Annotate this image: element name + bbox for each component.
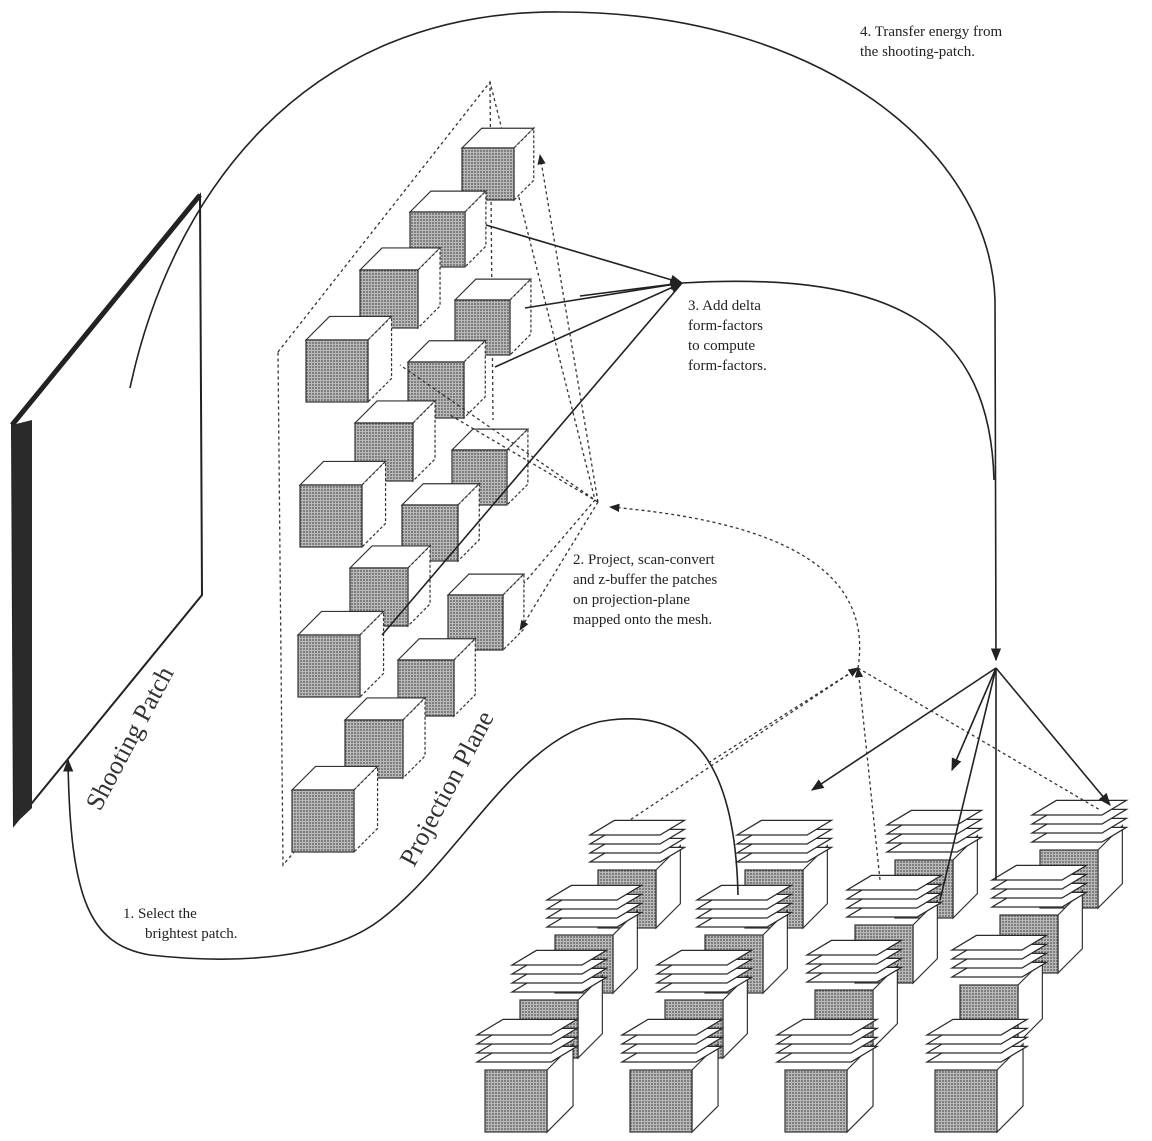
- step-2-line-4: mapped onto the mesh.: [573, 612, 712, 628]
- step-2-line-1: 2. Project, scan-convert: [573, 552, 715, 568]
- step-3-line-3: to compute: [688, 338, 755, 354]
- step-2-text: 2. Project, scan-convert and z-buffer th…: [573, 552, 717, 628]
- mesh-stack: [477, 1019, 577, 1132]
- plane-cube: [298, 611, 384, 697]
- step-4-text: 4. Transfer energy from the shooting-pat…: [860, 24, 1003, 60]
- projection-plane-cubes: [292, 128, 534, 852]
- step-2-line-2: and z-buffer the patches: [573, 572, 717, 588]
- plane-cube: [292, 766, 378, 852]
- plane-cube: [300, 461, 386, 547]
- plane-cube: [306, 316, 392, 402]
- mesh-cubes: [477, 800, 1126, 1132]
- step-3-line-4: form-factors.: [688, 358, 767, 374]
- step-4-line-1: 4. Transfer energy from: [860, 24, 1003, 40]
- mesh-stack: [927, 1019, 1027, 1132]
- step-1-line-1: 1. Select the: [123, 906, 197, 922]
- step-1-line-2: brightest patch.: [145, 926, 237, 942]
- mesh-stack: [777, 1019, 877, 1132]
- shooting-patch: [12, 195, 202, 825]
- step-1-text: 1. Select the brightest patch.: [123, 906, 237, 942]
- mesh-stack: [622, 1019, 722, 1132]
- step-4-line-2: the shooting-patch.: [860, 44, 975, 60]
- plane-cube: [462, 128, 534, 200]
- step-3-line-2: form-factors: [688, 318, 763, 334]
- step-3-line-1: 3. Add delta: [688, 298, 761, 314]
- step-2-line-3: on projection-plane: [573, 592, 690, 608]
- step-3-text: 3. Add delta form-factors to compute for…: [688, 298, 767, 374]
